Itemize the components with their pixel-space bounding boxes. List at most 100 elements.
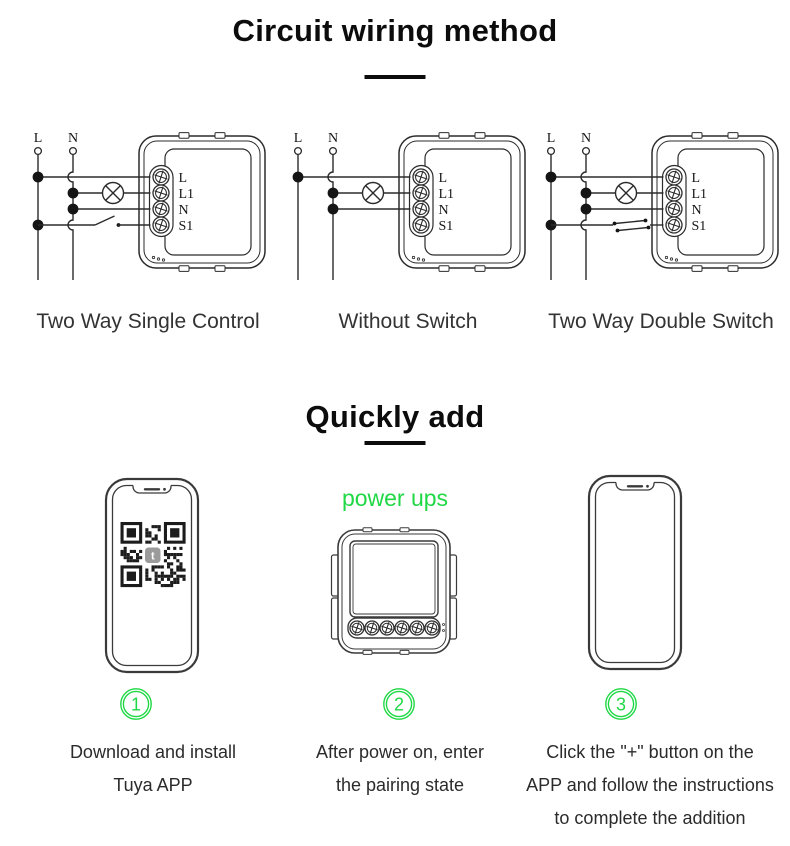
neutral-wire [580,154,587,280]
wire-end [33,146,43,156]
wiring-section-title: Circuit wiring method [232,13,558,48]
lamp-icon [101,181,125,205]
terminal-label: L1 [179,187,195,202]
quick-add-title: Quickly add [305,399,485,434]
phone-screen [594,481,676,664]
step-badge-3: 3 [605,688,637,720]
wire-end [581,146,591,156]
terminal-screw [152,200,170,218]
step-caption-3: Click the "+" button on the APP and foll… [505,736,790,835]
step-caption-line: APP and follow the instructions [526,775,774,795]
terminal-screw [412,168,430,186]
step-caption-line: to complete the addition [554,808,746,828]
step-caption-2: After power on, enter the pairing state [265,736,535,802]
junction-dot [327,203,339,215]
qr-code [120,522,186,588]
wire-end [328,146,338,156]
junction-dot [292,171,304,183]
neutral-wire [67,154,74,280]
step-badge-1: 1 [120,688,152,720]
terminal-screw [364,620,380,636]
terminal-screws [349,620,440,636]
wire-end [68,146,78,156]
quick-add-underline [364,441,426,445]
terminal-screw [665,216,683,234]
device-panel [349,540,439,618]
wire-label-neutral: N [328,131,338,146]
step-caption-line: Tuya APP [113,775,193,795]
wire-label-neutral: N [68,131,78,146]
junction-dot [32,171,44,183]
switch-symbol [551,218,664,233]
phone-blank [587,474,683,671]
terminal-label: L1 [439,187,455,202]
diagram-caption-1: Two Way Single Control [36,310,260,333]
terminal-screw [379,620,395,636]
diagram-caption-3: Two Way Double Switch [548,310,774,333]
lamp-icon [361,181,385,205]
wire-label-neutral: N [581,131,591,146]
step-number-3: 3 [616,695,626,715]
terminal-label: L [179,171,188,186]
step-caption-1: Download and install Tuya APP [18,736,288,802]
qr-logo-letter: t [151,550,155,562]
title-underline [364,75,426,79]
step-caption-line: Download and install [69,742,237,762]
wire-end [546,146,556,156]
terminal-screw [412,216,430,234]
switch-symbol [38,215,151,227]
terminal-screw [424,620,440,636]
junction-dot [67,203,79,215]
terminal-label: L1 [692,187,708,202]
camera-icon [163,487,166,491]
wire-end [293,146,303,156]
terminal-label: N [179,203,189,218]
junction-dot [327,187,339,199]
junction-dot [545,171,557,183]
terminal-screw [409,620,425,636]
edge-tabs [362,527,410,655]
terminal-label: S1 [692,219,707,234]
junction-dot [580,203,592,215]
terminal-screw [152,168,170,186]
camera-icon [646,484,649,488]
wire-label-live: L [294,131,303,146]
smart-switch-device-front [330,527,458,655]
step-caption-line: Click the "+" button on the [546,742,754,762]
terminal-screw [665,200,683,218]
terminal-screw [152,184,170,202]
terminal-screw [665,168,683,186]
terminal-screw [412,184,430,202]
wire-label-live: L [34,131,43,146]
step-number-1: 1 [131,695,141,715]
terminal-screw [349,620,365,636]
terminal-screw [394,620,410,636]
step-caption-line: the pairing state [335,775,465,795]
junction-dot [67,187,79,199]
terminal-screw [412,200,430,218]
terminal-screw [665,184,683,202]
terminal-label: L [439,171,448,186]
step-badge-2: 2 [383,688,415,720]
neutral-wire [327,154,334,280]
step-number-2: 2 [394,695,404,715]
qr-logo [145,547,161,563]
switch-module [651,132,779,272]
terminal-label: N [692,203,702,218]
switch-module [138,132,266,272]
power-ups-label: power ups [341,485,449,511]
wire-label-live: L [547,131,556,146]
junction-dot [580,187,592,199]
terminal-label: S1 [179,219,194,234]
terminal-label: L [692,171,701,186]
terminal-label: N [439,203,449,218]
phone-with-qr: t [104,477,200,674]
lamp-icon [614,181,638,205]
diagram-caption-2: Without Switch [338,310,478,333]
terminal-screw [152,216,170,234]
terminal-label: S1 [439,219,454,234]
